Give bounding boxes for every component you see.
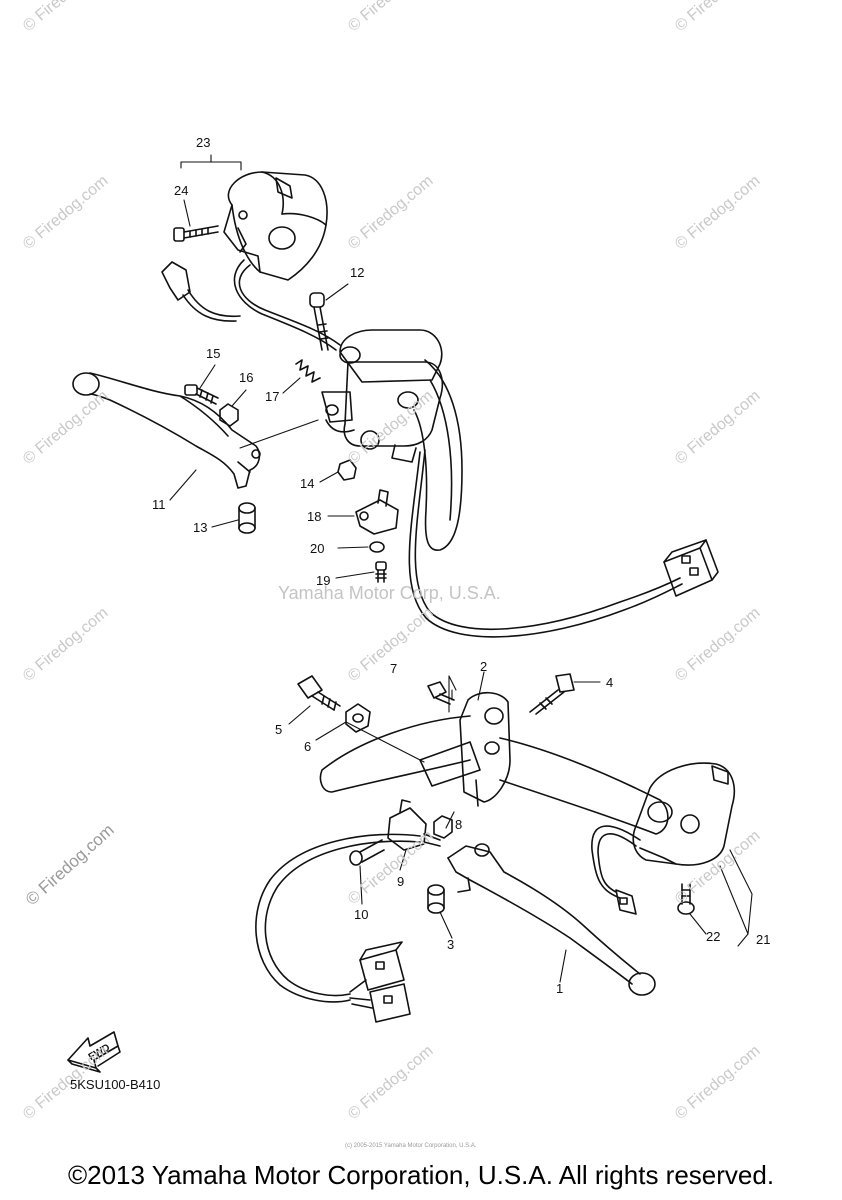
callout-17: 17	[265, 389, 280, 404]
callout-8: 8	[455, 817, 463, 832]
callout-20: 20	[310, 541, 325, 556]
collar-13	[238, 502, 256, 534]
callout-3: 3	[447, 937, 455, 952]
screw-22	[677, 883, 695, 915]
callout-11: 11	[152, 497, 166, 512]
bolt-15	[184, 384, 219, 405]
switch-wire-2	[233, 259, 337, 351]
callout-18: 18	[307, 509, 322, 524]
switch-wire	[238, 264, 341, 346]
clutch-holder	[321, 329, 444, 463]
right-handlebar-tube	[319, 715, 471, 793]
callout-2: 2	[480, 659, 488, 674]
callout-24: 24	[174, 183, 189, 198]
copyright-notice: ©2013 Yamaha Motor Corporation, U.S.A. A…	[67, 1160, 775, 1190]
leader-lines-lower	[288, 671, 753, 983]
screw-10	[349, 839, 385, 866]
nut-16	[219, 403, 239, 427]
small-connector	[615, 889, 637, 915]
screw-19	[375, 561, 387, 583]
callout-14: 14	[300, 476, 315, 491]
upper-connector	[663, 539, 719, 597]
clutch-lever	[72, 372, 261, 489]
callout-16: 16	[239, 370, 254, 385]
callout-5: 5	[275, 722, 283, 737]
collar-3	[427, 884, 445, 914]
nut-6	[345, 703, 371, 733]
lower-connector	[349, 941, 411, 1023]
brake-lever	[447, 843, 656, 996]
brake-switch-cable	[255, 833, 421, 1003]
fwd-arrow-icon	[67, 1031, 121, 1073]
throttle-grip	[499, 737, 669, 835]
callout-6: 6	[304, 739, 312, 754]
bolt-12	[309, 292, 329, 351]
nut-8	[433, 815, 453, 839]
switch-wire-lower	[591, 825, 641, 899]
right-handlebar-switch	[632, 762, 736, 866]
callout-9: 9	[397, 874, 405, 889]
screw-24	[173, 225, 219, 242]
callout-23: 23	[196, 135, 211, 150]
leader-lines-upper	[169, 154, 375, 579]
bolt-4	[529, 673, 575, 715]
diagram-code: 5KSU100-B410	[70, 1077, 161, 1092]
callout-19: 19	[316, 573, 331, 588]
left-handlebar-switch	[223, 171, 328, 281]
callout-1: 1	[556, 981, 564, 996]
clutch-switch-18	[355, 489, 399, 535]
fine-print: (c) 2005-2015 Yamaha Motor Corporation, …	[345, 1143, 477, 1149]
callout-22: 22	[706, 929, 721, 944]
callout-21: 21	[756, 932, 771, 947]
clutch-switch-cable	[414, 449, 681, 631]
screw-7	[427, 681, 455, 705]
handlebar-tube	[413, 359, 463, 551]
brake-lever-holder	[419, 691, 511, 807]
washer-20	[369, 541, 385, 553]
spade-connector	[161, 261, 191, 301]
callout-10: 10	[354, 907, 369, 922]
callout-4: 4	[606, 675, 614, 690]
center-watermark: Yamaha Motor Corp, U.S.A.	[278, 583, 501, 603]
connector-wire	[187, 289, 241, 318]
callout-15: 15	[206, 346, 221, 361]
bolt-5	[297, 675, 341, 711]
callout-13: 13	[193, 520, 208, 535]
callout-7: 7	[390, 661, 398, 676]
front-brake-switch-9	[387, 799, 441, 851]
callout-12: 12	[350, 265, 365, 280]
spring-17	[295, 359, 321, 383]
